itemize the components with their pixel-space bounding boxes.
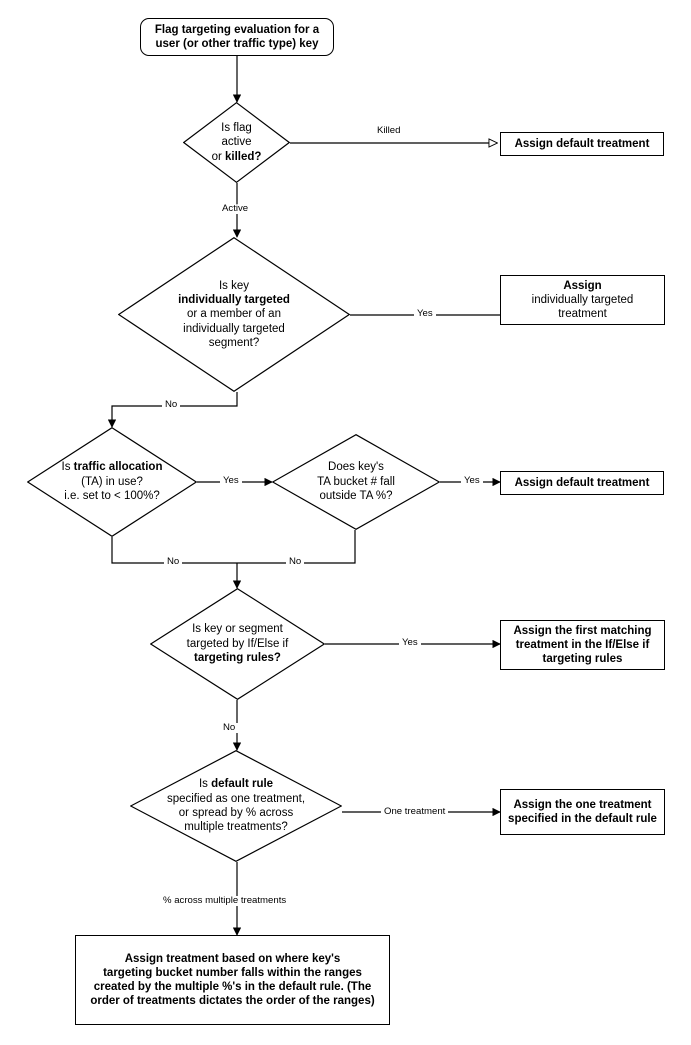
node-ifelse-targeting-rules-label: Is key or segment targeted by If/Else if… (186, 623, 289, 665)
node-assign-one-treatment[interactable]: Assign the one treatment specified in th… (500, 789, 665, 835)
node-traffic-allocation[interactable]: Is traffic allocation (TA) in use? i.e. … (27, 427, 197, 537)
node-flag-active-or-killed[interactable]: Is flag active or killed? (183, 102, 290, 183)
node-assign-first-matching[interactable]: Assign the first matching treatment in t… (500, 620, 665, 670)
node-assign-one-treatment-label: Assign the one treatment specified in th… (508, 798, 657, 825)
diamond-shape (272, 434, 440, 530)
node-ta-bucket-outside-label: Does key's TA bucket # fall outside TA %… (317, 461, 395, 503)
diamond-shape (118, 237, 350, 392)
node-ta-bucket-outside[interactable]: Does key's TA bucket # fall outside TA %… (272, 434, 440, 530)
node-assign-individually-targeted[interactable]: Assign individually targeted treatment (500, 275, 665, 325)
diamond-shape (27, 427, 197, 537)
diamond-shape (150, 588, 325, 700)
node-default-rule-label: Is default rule specified as one treatme… (166, 778, 306, 834)
edge-label-killed: Killed (374, 126, 404, 136)
node-flag-active-or-killed-label: Is flag active or killed? (211, 121, 262, 163)
edge-label-yes-bucket: Yes (461, 476, 483, 486)
edge-label-yes-individual: Yes (414, 309, 436, 319)
edge-label-active: Active (219, 204, 252, 214)
node-assign-first-matching-label: Assign the first matching treatment in t… (513, 624, 652, 666)
node-traffic-allocation-label: Is traffic allocation (TA) in use? i.e. … (61, 461, 163, 503)
edge-label-yes-ifelse: Yes (399, 638, 421, 648)
diamond-shape (130, 750, 342, 862)
node-default-rule[interactable]: Is default rule specified as one treatme… (130, 750, 342, 862)
node-ifelse-targeting-rules[interactable]: Is key or segment targeted by If/Else if… (150, 588, 325, 700)
edge-label-no-ifelse: No (220, 723, 239, 733)
node-assign-default-treatment-2[interactable]: Assign default treatment (500, 471, 664, 495)
node-assign-individually-targeted-label: Assign individually targeted treatment (531, 279, 634, 321)
node-assign-by-range-label: Assign treatment based on where key's ta… (90, 952, 375, 1008)
edge-label-no-ta: No (164, 557, 183, 567)
diamond-shape (183, 102, 290, 183)
node-start[interactable]: Flag targeting evaluation for a user (or… (140, 18, 334, 56)
node-assign-default-treatment-1[interactable]: Assign default treatment (500, 132, 664, 156)
edge-label-pct-multiple: % across multiple treatments (160, 896, 290, 906)
node-individually-targeted-label: Is key individually targeted or a member… (178, 279, 290, 350)
edge-label-no-individual: No (162, 400, 181, 410)
node-assign-default-treatment-2-label: Assign default treatment (514, 476, 650, 489)
edge-label-yes-ta: Yes (220, 476, 242, 486)
node-start-label: Flag targeting evaluation for a user (or… (154, 23, 320, 50)
edge-label-one-treatment: One treatment (381, 807, 449, 817)
node-assign-default-treatment-1-label: Assign default treatment (514, 137, 650, 150)
node-assign-by-range[interactable]: Assign treatment based on where key's ta… (75, 935, 390, 1025)
edge-label-no-bucket: No (286, 557, 305, 567)
node-individually-targeted[interactable]: Is key individually targeted or a member… (118, 237, 350, 392)
